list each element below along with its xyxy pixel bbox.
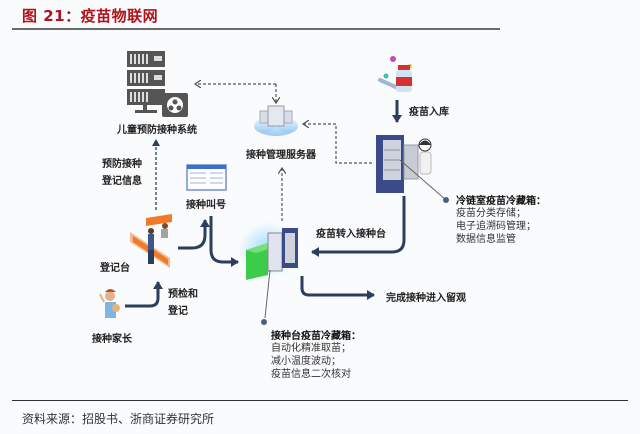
parent-with-child-icon xyxy=(99,289,120,318)
station-note: 接种台疫苗冷藏箱： 自动化精准取苗； 减小温度波动； 疫苗信息二次核对 xyxy=(271,327,361,381)
complete-label: 完成接种进入留观 xyxy=(386,293,466,304)
arrow-call-to-station xyxy=(209,216,239,267)
vaccination-station-icon xyxy=(238,222,298,325)
dashed-connectors xyxy=(152,84,372,221)
child-system-label: 儿童预防接种系统 xyxy=(117,125,197,136)
precheck-label-line1: 预检和 xyxy=(168,289,198,300)
title-divider xyxy=(12,28,500,30)
vaccine-bottle-icon xyxy=(378,56,412,92)
cold-room-note-title: 冷链室疫苗冷藏箱： xyxy=(456,196,546,207)
solid-connectors xyxy=(125,100,406,308)
station-note-line: 疫苗信息二次核对 xyxy=(271,369,351,380)
transfer-label: 疫苗转入接种台 xyxy=(316,229,386,240)
station-note-line: 减小温度波动； xyxy=(271,356,341,367)
cold-room-note-line: 疫苗分类存储； xyxy=(456,208,526,219)
cloud-server-icon xyxy=(254,105,298,136)
display-screen-icon xyxy=(186,164,227,191)
arrow-station-to-complete xyxy=(300,276,375,300)
precheck-label-line2: 登记 xyxy=(168,306,188,317)
cold-room-note-line: 电子追溯码管理； xyxy=(456,221,536,232)
reg-info-label-line1: 预防接种 xyxy=(102,159,142,170)
call-number-label: 接种叫号 xyxy=(186,200,226,211)
station-note-title: 接种台疫苗冷藏箱： xyxy=(271,331,361,342)
mgmt-server-label: 接种管理服务器 xyxy=(246,150,316,161)
cold-storage-fridge-icon xyxy=(376,135,449,203)
parent-label: 接种家长 xyxy=(92,334,132,345)
cold-room-note: 冷链室疫苗冷藏箱： 疫苗分类存储； 电子追溯码管理； 数据信息监管 xyxy=(456,192,546,246)
arrow-fridge-to-station xyxy=(311,196,406,257)
figure-title: 图 21：疫苗物联网 xyxy=(22,7,159,25)
source-note: 资料来源：招股书、浙商证券研究所 xyxy=(22,412,215,426)
cold-room-note-line: 数据信息监管 xyxy=(456,234,516,245)
station-note-line: 自动化精准取苗； xyxy=(271,343,351,354)
reg-info-label-line2: 登记信息 xyxy=(102,176,142,187)
dashed-arrow-fridge-to-server xyxy=(303,124,372,164)
vaccine-storage-label: 疫苗入库 xyxy=(409,107,449,118)
registration-desk-icon xyxy=(130,214,172,268)
source-divider xyxy=(12,400,628,401)
arrow-desk-to-call xyxy=(178,219,210,250)
registration-desk-label: 登记台 xyxy=(100,263,130,274)
arrow-parent-to-desk xyxy=(125,281,163,308)
server-rack-icon xyxy=(127,51,188,117)
